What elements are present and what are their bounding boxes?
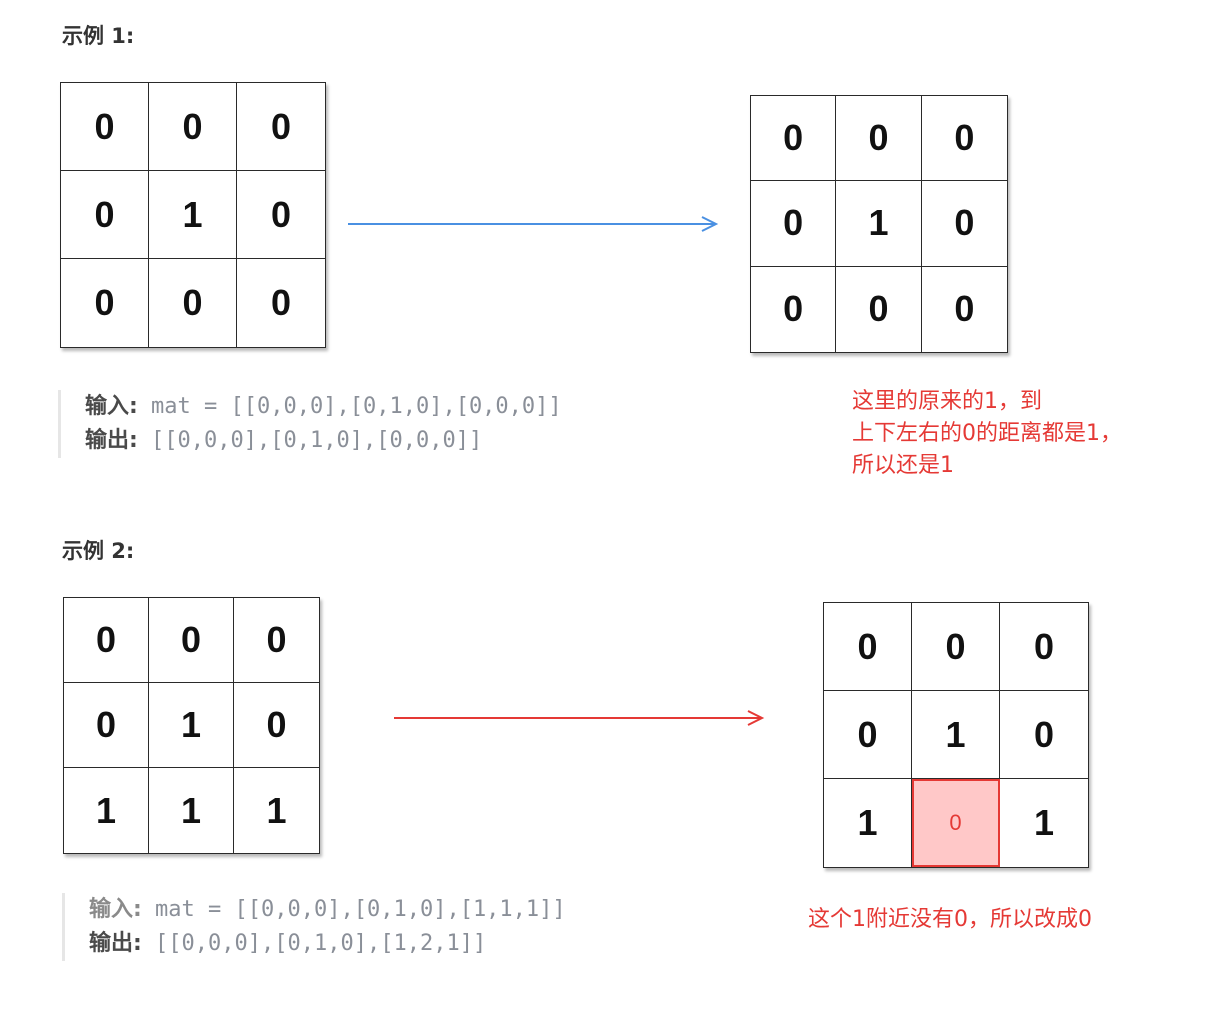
matrix-cell-highlighted: 0 [912,779,1000,867]
matrix-cell: 0 [149,598,234,683]
example-1-input-line: 输入: mat = [[0,0,0],[0,1,0],[0,0,0]] [85,390,562,424]
matrix-cell: 0 [824,603,912,691]
matrix-cell: 0 [237,83,325,171]
matrix-cell: 1 [149,768,234,853]
matrix-cell: 1 [824,779,912,867]
example-2-input-line: 输入: mat = [[0,0,0],[0,1,0],[1,1,1]] [89,893,566,927]
note-line: 这个1附近没有0，所以改成0 [808,907,1092,932]
note-line: 所以还是1 [852,453,954,478]
matrix-cell: 0 [234,598,319,683]
matrix-cell: 0 [751,266,837,352]
matrix-cell: 0 [912,603,1000,691]
matrix-cell: 0 [270,282,292,323]
example-1-arrow [348,216,719,232]
matrix-cell: 0 [149,259,237,347]
matrix-cell: 0 [149,83,237,171]
example-2-heading: 示例 2: [62,539,135,563]
matrix-cell: 1 [266,789,287,831]
example-2-note: 这个1附近没有0，所以改成0 [808,904,1092,936]
output-label: 输出: [85,428,138,453]
matrix-cell: 1 [149,683,234,768]
matrix-cell: 0 [237,171,325,259]
matrix-cell: 1 [1033,802,1055,843]
matrix-cell: 0 [751,181,837,267]
matrix-cell: 0 [234,683,319,768]
matrix-cell: 0 [61,259,149,347]
matrix-cell: 0 [61,171,149,259]
matrix-cell: 0 [836,96,922,182]
note-line: 这里的原来的1，到 [852,389,1042,414]
example-1-code: 输入: mat = [[0,0,0],[0,1,0],[0,0,0]] 输出: … [58,390,562,458]
matrix-cell: 1 [64,768,149,853]
matrix-cell: 0 [954,288,975,330]
example-1-heading: 示例 1: [62,24,135,48]
output-value: [[0,0,0],[0,1,0],[1,2,1]] [141,931,487,956]
matrix-cell: 1 [149,171,237,259]
example-1-note: 这里的原来的1，到 上下左右的0的距离都是1， 所以还是1 [852,386,1122,482]
matrix-cell: 0 [64,683,149,768]
note-line: 上下左右的0的距离都是1， [852,421,1122,446]
matrix-cell: 0 [751,96,837,182]
input-label: 输入: [89,897,142,922]
matrix-cell: 0 [921,181,1007,267]
output-label: 输出: [89,931,142,956]
matrix-cell: 0 [61,83,149,171]
matrix-cell: 1 [836,181,922,267]
matrix-cell: 0 [836,266,922,352]
example-1-output-line: 输出: [[0,0,0],[0,1,0],[0,0,0]] [85,424,562,458]
example-2-output-line: 输出: [[0,0,0],[0,1,0],[1,2,1]] [89,927,566,961]
matrix-cell: 0 [1000,691,1088,779]
matrix-cell: 0 [921,96,1007,182]
matrix-cell: 0 [1000,603,1088,691]
input-label: 输入: [85,394,138,419]
matrix-cell: 1 [912,691,1000,779]
output-value: [[0,0,0],[0,1,0],[0,0,0]] [137,428,483,453]
input-value: mat = [[0,0,0],[0,1,0],[0,0,0]] [137,394,562,419]
example-2-code: 输入: mat = [[0,0,0],[0,1,0],[1,1,1]] 输出: … [62,893,566,961]
input-value: mat = [[0,0,0],[0,1,0],[1,1,1]] [141,897,566,922]
matrix-cell: 0 [64,598,149,683]
matrix-cell: 0 [824,691,912,779]
example-2-arrow [394,710,765,726]
